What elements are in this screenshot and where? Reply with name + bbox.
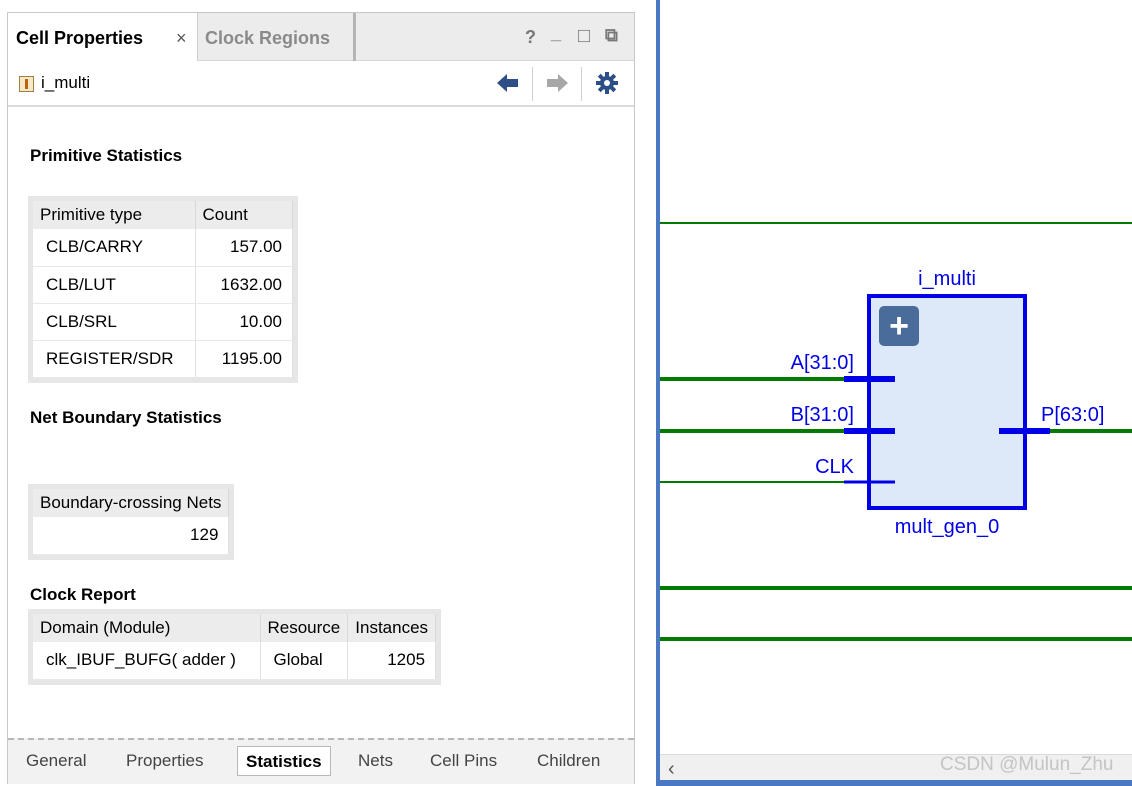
expand-symbol: + <box>889 307 909 345</box>
table-row[interactable]: CLB/SRL 10.00 <box>33 303 293 341</box>
schematic-canvas[interactable]: + i_multi mult_gen_0 A[31:0] B[31:0] CLK… <box>656 0 1132 786</box>
expand-icon[interactable]: + <box>879 306 919 346</box>
net-boundary-table: Boundary-crossing Nets 129 <box>27 484 235 560</box>
forward-arrow-icon[interactable] <box>546 73 568 93</box>
schematic-border <box>656 0 660 786</box>
cell-icon <box>19 76 34 92</box>
module-name-label: mult_gen_0 <box>895 516 1000 538</box>
primitive-type-cell: CLB/LUT <box>33 266 196 304</box>
tab-properties[interactable]: Properties <box>126 751 204 770</box>
cell-properties-panel: Cell Properties × Clock Regions ? _ □ ⧉ … <box>7 12 635 784</box>
instances-cell: 1205 <box>347 642 437 680</box>
tab-clock-regions-label: Clock Regions <box>205 28 331 48</box>
tab-cell-properties[interactable]: Cell Properties × <box>8 13 198 61</box>
back-arrow-icon[interactable] <box>497 73 519 93</box>
tab-children[interactable]: Children <box>537 751 601 770</box>
count-cell: 1632.00 <box>195 266 293 304</box>
watermark: CSDN @Mulun_Zhu <box>940 754 1114 775</box>
table-header-row: Primitive type Count <box>33 201 293 229</box>
table-row[interactable]: REGISTER/SDR 1195.00 <box>33 340 293 378</box>
schematic-bottom-border <box>656 780 1132 786</box>
column-header: Count <box>195 201 293 229</box>
table-header-row: Domain (Module) Resource Instances <box>33 614 437 642</box>
count-cell: 157.00 <box>195 229 293 267</box>
column-header: Primitive type <box>33 201 196 229</box>
table-row[interactable]: CLB/LUT 1632.00 <box>33 266 293 304</box>
tab-statistics[interactable]: Statistics <box>237 746 331 776</box>
minimize-icon[interactable]: _ <box>551 23 562 43</box>
expand-button[interactable] <box>879 306 919 346</box>
toolbar-separator <box>581 67 582 101</box>
close-icon[interactable]: × <box>176 28 187 48</box>
table-header-row: Boundary-crossing Nets <box>33 489 230 517</box>
port-p-label: P[63:0] <box>1041 404 1104 426</box>
tab-cell-properties-label: Cell Properties <box>16 28 144 48</box>
clock-report-title: Clock Report <box>30 585 136 604</box>
scroll-left-icon[interactable]: ‹ <box>668 758 675 780</box>
table-row[interactable]: clk_IBUF_BUFG( adder ) Global 1205 <box>33 642 437 680</box>
primitive-type-cell: CLB/SRL <box>33 303 196 341</box>
port-b-label: B[31:0] <box>791 404 854 426</box>
primitive-type-cell: REGISTER/SDR <box>33 340 196 378</box>
column-header: Boundary-crossing Nets <box>33 489 230 517</box>
table-row[interactable]: 129 <box>33 517 230 555</box>
instance-name-label: i_multi <box>918 268 976 290</box>
properties-toolbar: i_multi <box>8 61 634 107</box>
cell-name: i_multi <box>41 73 91 92</box>
panel-tab-bar: Cell Properties × Clock Regions ? _ □ ⧉ <box>8 13 634 61</box>
float-icon[interactable]: ⧉ <box>605 25 618 45</box>
resource-cell: Global <box>260 642 349 680</box>
tab-cell-pins[interactable]: Cell Pins <box>430 751 498 770</box>
tab-clock-regions[interactable]: Clock Regions <box>198 13 356 61</box>
clock-report-table: Domain (Module) Resource Instances clk_I… <box>27 609 442 685</box>
tab-nets[interactable]: Nets <box>358 751 393 770</box>
primitive-statistics-table: Primitive type Count CLB/CARRY 157.00 CL… <box>28 196 298 383</box>
port-a-label: A[31:0] <box>791 352 854 374</box>
table-row[interactable]: CLB/CARRY 157.00 <box>33 229 293 267</box>
column-header: Resource <box>260 614 349 642</box>
boundary-nets-cell: 129 <box>33 517 230 555</box>
count-cell: 1195.00 <box>195 340 293 378</box>
schematic-view[interactable]: + i_multi mult_gen_0 A[31:0] B[31:0] CLK… <box>656 0 1132 786</box>
cell-block[interactable] <box>867 294 1027 510</box>
toolbar-separator <box>532 67 533 101</box>
net-boundary-statistics-title: Net Boundary Statistics <box>30 408 222 427</box>
column-header: Instances <box>347 614 437 642</box>
gear-icon[interactable] <box>596 72 618 94</box>
port-clk-label: CLK <box>815 456 855 478</box>
maximize-icon[interactable]: □ <box>578 25 591 47</box>
primitive-type-cell: CLB/CARRY <box>33 229 196 267</box>
column-header: Domain (Module) <box>33 614 261 642</box>
help-icon[interactable]: ? <box>525 27 536 47</box>
horizontal-scrollbar[interactable] <box>660 754 1132 780</box>
statistics-content: Primitive Statistics Primitive type Coun… <box>8 109 634 737</box>
count-cell: 10.00 <box>195 303 293 341</box>
domain-cell: clk_IBUF_BUFG( adder ) <box>33 642 261 680</box>
tab-general[interactable]: General <box>26 751 87 770</box>
bottom-tab-bar: General Properties Statistics Nets Cell … <box>8 738 634 784</box>
primitive-statistics-title: Primitive Statistics <box>30 146 183 165</box>
